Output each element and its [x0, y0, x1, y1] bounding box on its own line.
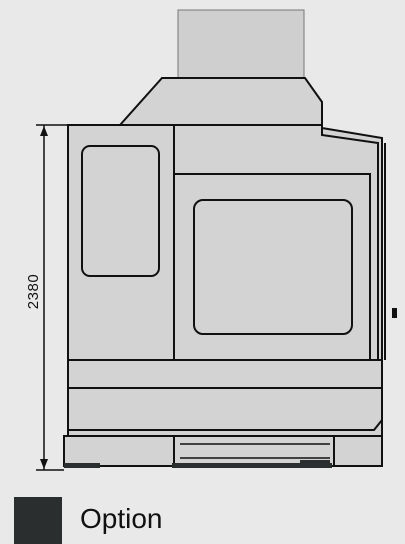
option-rail-left	[64, 463, 100, 468]
option-rail-right	[300, 460, 330, 468]
dimension-arrow-top	[40, 126, 48, 136]
base-step	[68, 419, 383, 431]
left-foot	[63, 435, 175, 467]
right-foot	[333, 435, 383, 467]
top-unit	[177, 9, 305, 87]
legend-swatch-option	[14, 497, 62, 544]
side-handle	[392, 308, 397, 318]
legend-label-option: Option	[80, 503, 163, 534]
left-window	[81, 145, 160, 277]
right-side-panel	[321, 128, 386, 360]
height-dimension-label: 2380	[12, 263, 56, 319]
head-cover	[117, 77, 323, 126]
height-dimension-value: 2380	[25, 273, 43, 309]
dimension-arrow-bottom	[40, 459, 48, 469]
option-rail-center	[172, 463, 332, 468]
door-window	[193, 199, 353, 335]
door-frame	[174, 173, 371, 360]
